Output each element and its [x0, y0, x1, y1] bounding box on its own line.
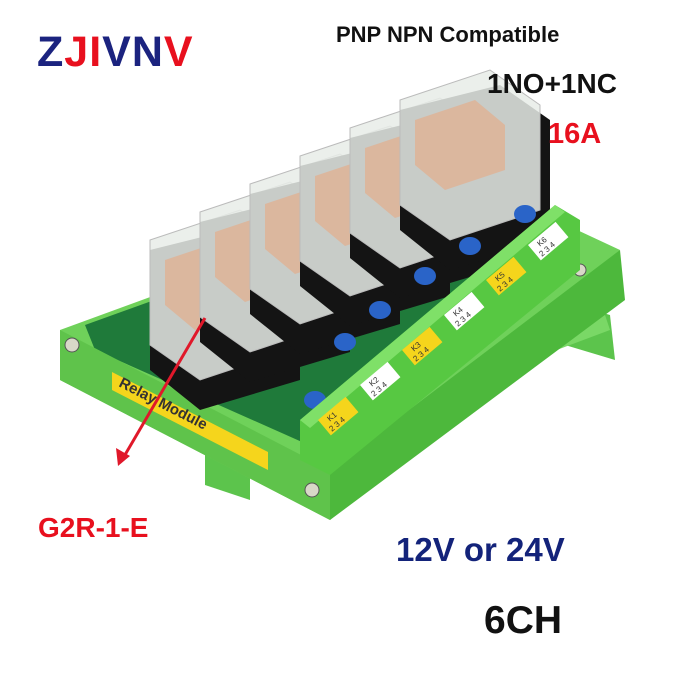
brand-letter: J — [64, 28, 90, 76]
capacitors — [304, 205, 536, 409]
channel-count-text: 6CH — [484, 599, 563, 642]
terminal-labels: K1 2 3 4 K2 2 3 4 K3 2 3 4 K4 2 3 4 K5 — [318, 221, 569, 436]
contact-type-text: 1NO+1NC — [487, 68, 617, 99]
compatibility-text: PNP NPN Compatible — [336, 22, 560, 47]
brand-logo: ZJIVNV — [37, 28, 194, 77]
current-rating-text: 16A — [548, 118, 602, 150]
relay-model-text: G2R-1-E — [38, 512, 149, 543]
voltage-text: 12V or 24V — [396, 531, 565, 568]
screw-icon — [64, 337, 80, 353]
brand-letter: N — [131, 28, 164, 76]
screw-icon — [304, 482, 320, 498]
brand-letter: Z — [37, 28, 65, 76]
brand-letter: V — [102, 28, 132, 76]
arrow-icon — [116, 317, 207, 466]
brand-letter: V — [163, 28, 194, 76]
brand-letter: I — [89, 28, 103, 76]
